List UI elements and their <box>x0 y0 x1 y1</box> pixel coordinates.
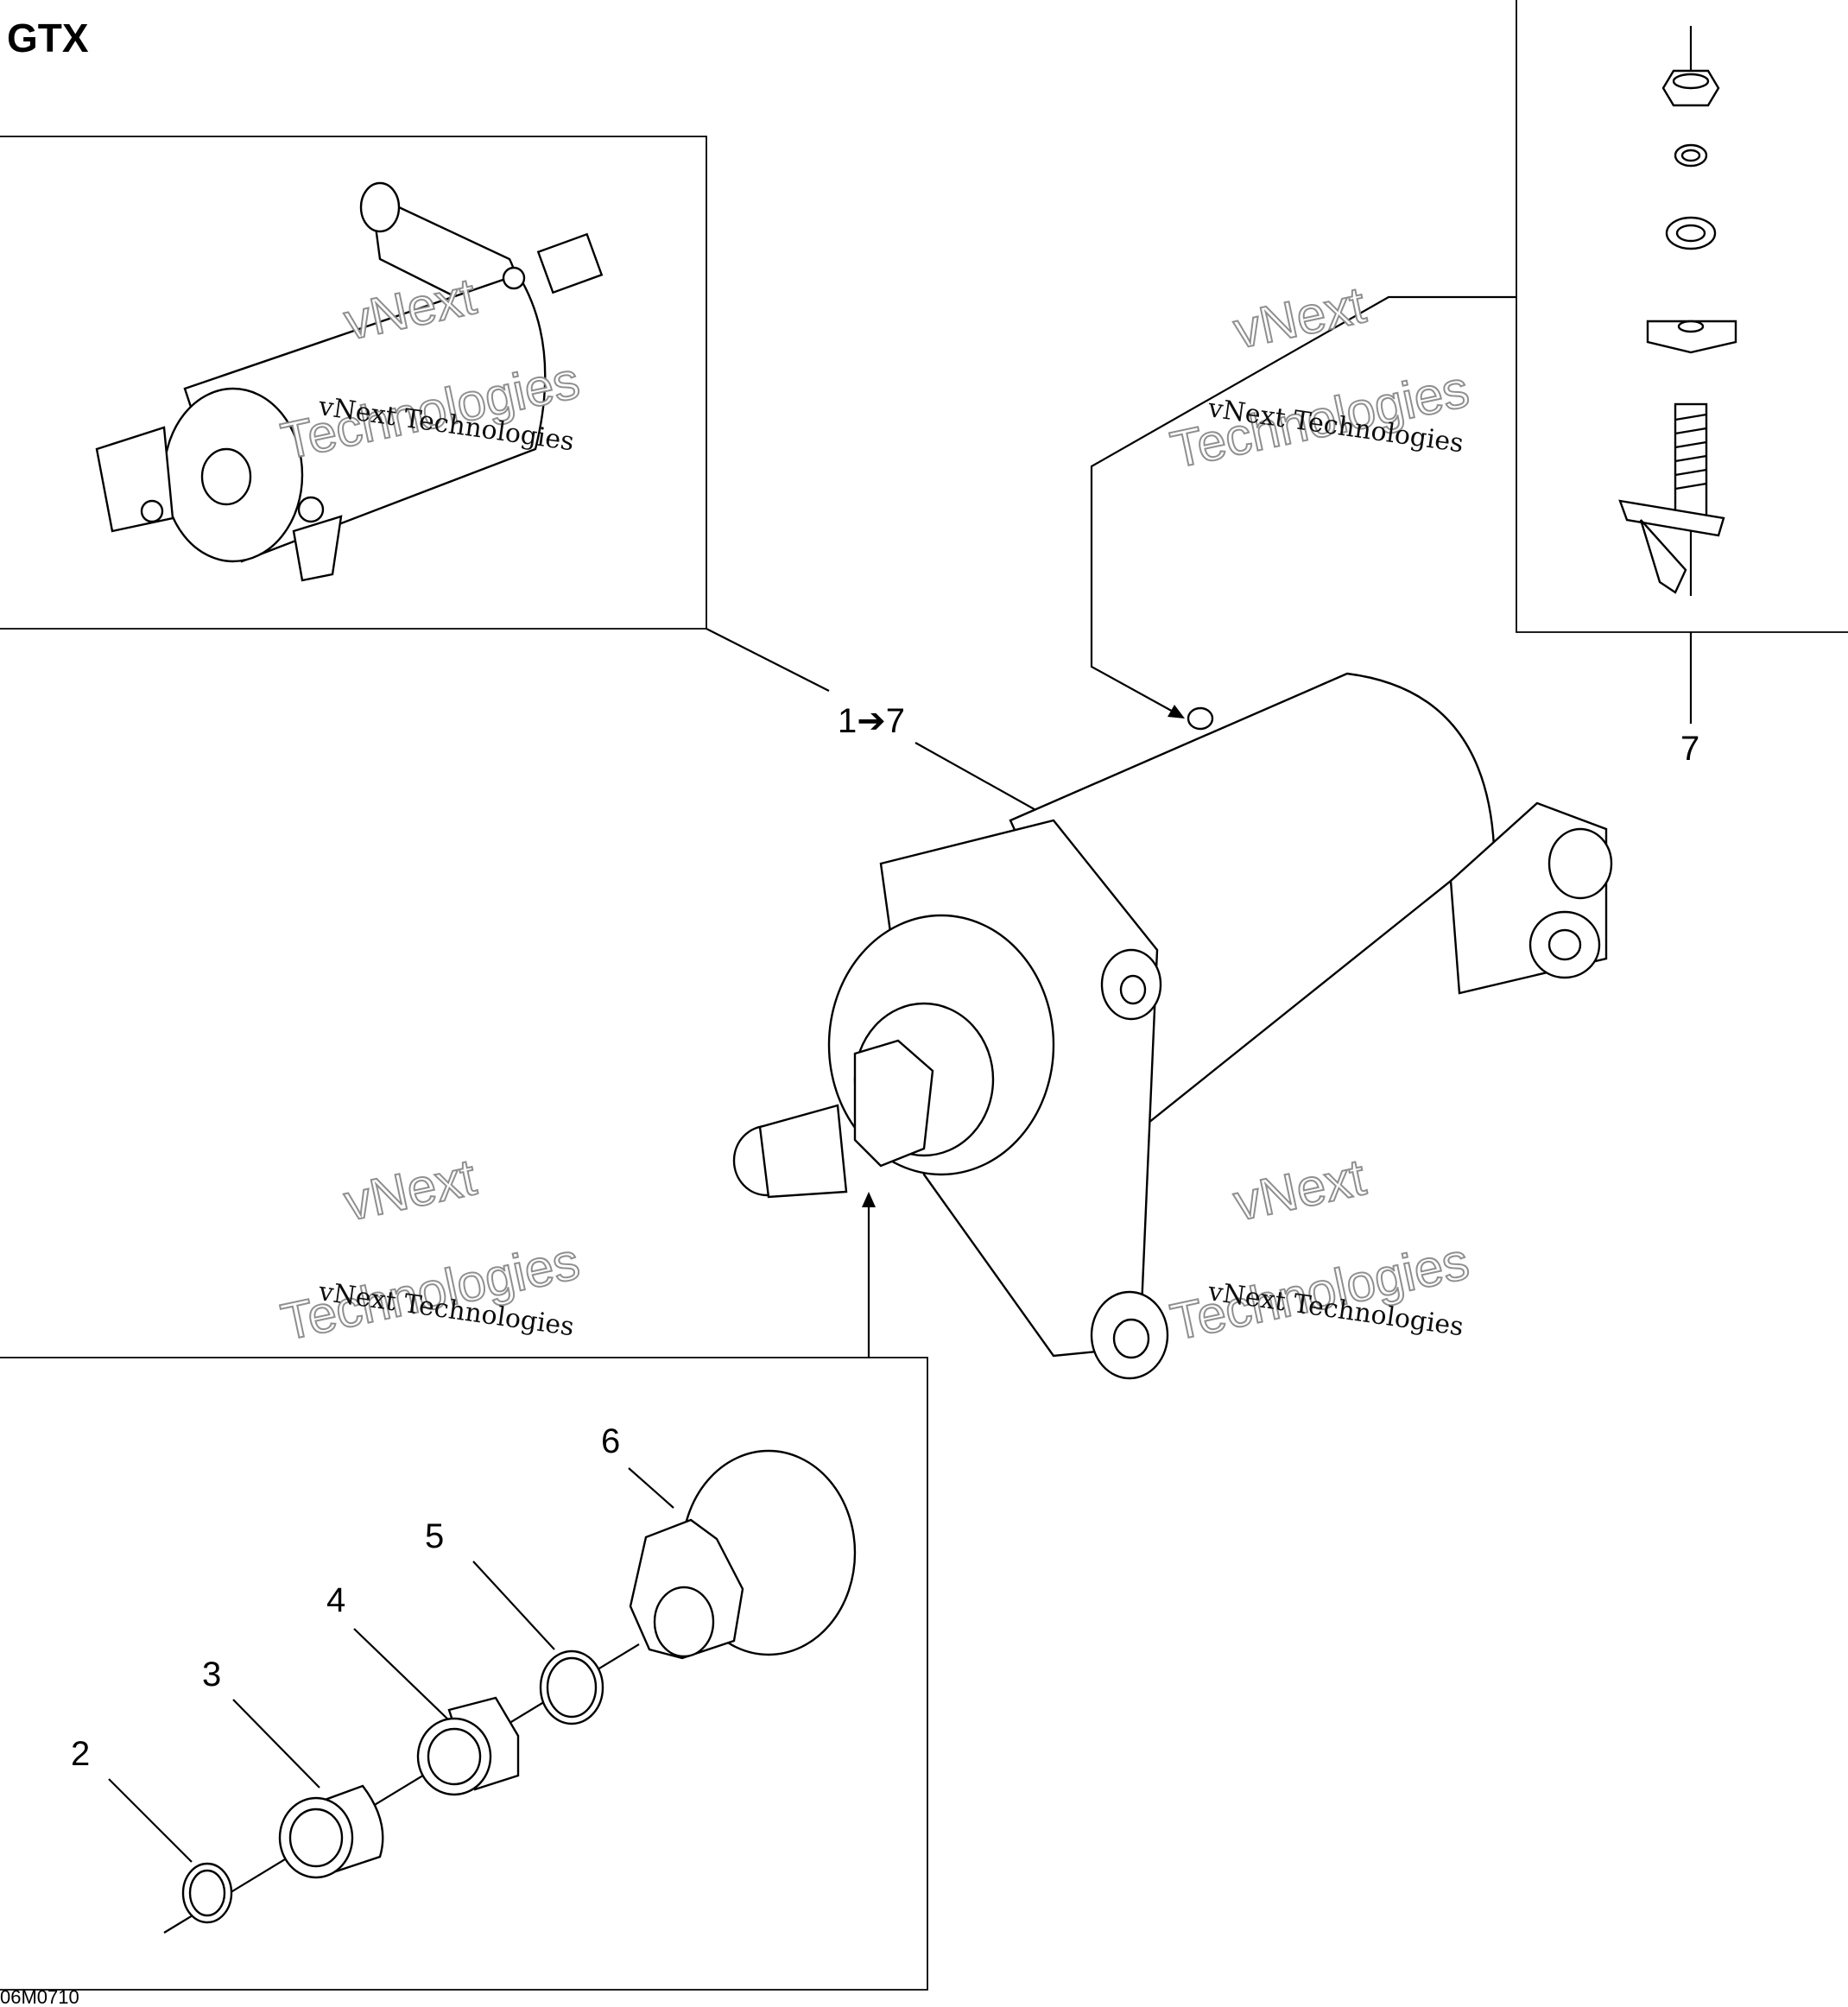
drive-parts-illustration <box>181 1449 857 1924</box>
svg-text:vNext: vNext <box>339 1148 481 1231</box>
callouts: 1➔7 7 6 5 4 3 2 <box>71 702 1699 1773</box>
callout-assembly: 1➔7 <box>838 702 905 740</box>
callout-4: 4 <box>326 1581 345 1619</box>
page-title: GTX <box>7 16 89 60</box>
callout-6: 6 <box>601 1422 620 1460</box>
svg-text:vNext: vNext <box>1229 275 1370 359</box>
callout-3: 3 <box>202 1656 221 1694</box>
leader-lines <box>108 26 1693 1934</box>
starter-main-illustration <box>732 672 1613 1380</box>
callout-2: 2 <box>71 1735 90 1773</box>
terminal-hardware-illustration <box>1618 69 1737 594</box>
callout-7: 7 <box>1680 730 1699 768</box>
svg-text:vNext: vNext <box>1229 1148 1370 1231</box>
callout-5: 5 <box>425 1517 444 1555</box>
starter-overview-illustration <box>95 181 604 582</box>
